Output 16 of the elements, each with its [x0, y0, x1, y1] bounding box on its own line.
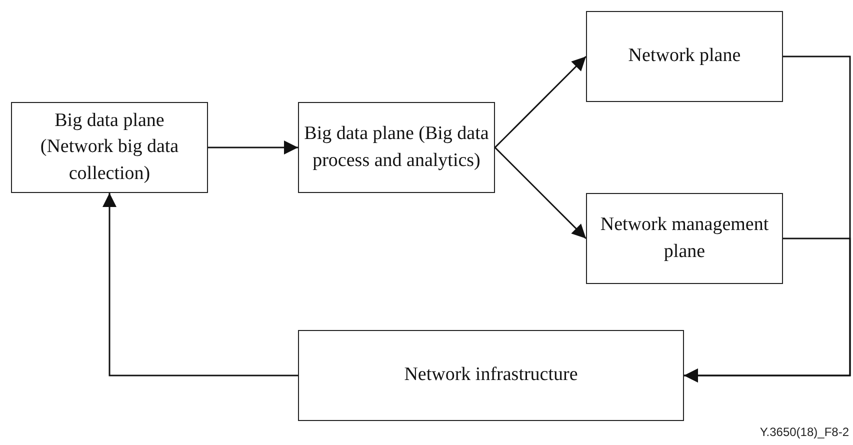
arrow [684, 238, 851, 382]
process-box [298, 102, 495, 193]
process-box [586, 193, 783, 284]
box-label: Big data plane (Big data process and analytics) [303, 122, 490, 172]
process-box [11, 102, 208, 193]
box-label: Network management plane [599, 212, 770, 264]
arrow [102, 193, 298, 376]
arrow [494, 56, 587, 148]
process-box [298, 330, 684, 421]
box-label: Network plane [628, 44, 741, 68]
box-label: Network infrastructure [404, 363, 578, 388]
arrow [208, 140, 298, 154]
process-box [586, 11, 783, 102]
arrow [494, 146, 587, 240]
box-label: Big data plane (Network big data collection) [39, 108, 180, 186]
figure-id: Y.3650(18)_F8-2 [760, 425, 849, 439]
